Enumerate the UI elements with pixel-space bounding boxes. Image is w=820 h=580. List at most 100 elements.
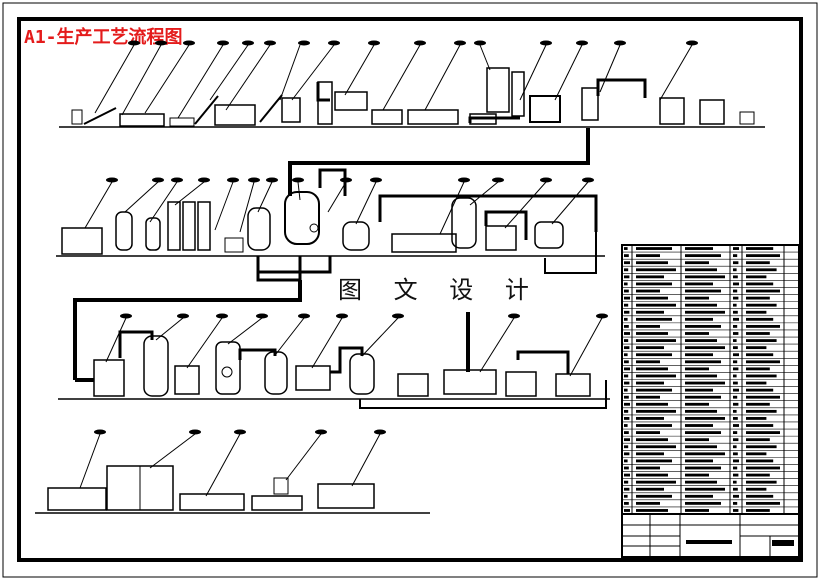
parts-list-cell-text <box>685 480 717 484</box>
parts-list-cell-text <box>733 381 738 385</box>
parts-list-cell-text <box>636 431 660 435</box>
parts-list-cell-text <box>685 381 725 385</box>
parts-list-cell-text <box>636 501 660 505</box>
parts-list-cell-text <box>624 445 629 449</box>
parts-list-cell-text <box>624 339 629 342</box>
drawing-title: A1-生产工艺流程图 <box>24 26 183 48</box>
parts-list-cell-text <box>636 487 664 491</box>
parts-list-cell-text <box>685 487 725 491</box>
parts-list-cell-text <box>624 452 630 456</box>
parts-list-cell-text <box>733 346 738 350</box>
parts-list-cell-text <box>636 275 664 279</box>
parts-list-cell-text <box>733 445 737 449</box>
parts-list-cell-text <box>636 494 672 498</box>
parts-list-cell-text <box>685 438 709 442</box>
parts-list-cell-text <box>636 459 672 463</box>
parts-list-cell-text <box>733 459 739 463</box>
parts-list-cell-text <box>746 395 780 399</box>
parts-list-cell-text <box>685 339 717 342</box>
parts-list-cell-text <box>746 452 767 456</box>
parts-list-cell-text <box>636 303 676 307</box>
parts-list-cell-text <box>685 268 717 272</box>
parts-list-cell-text <box>624 324 629 328</box>
process-row-3 <box>58 312 610 409</box>
parts-list-cell-text <box>746 402 770 406</box>
parts-list-cell-text <box>685 324 721 328</box>
parts-list-cell-text <box>733 431 738 435</box>
parts-list-cell-text <box>746 360 780 364</box>
parts-list-cell-text <box>733 395 738 399</box>
process-row-2 <box>56 168 605 380</box>
parts-list-cell-text <box>746 459 774 463</box>
parts-list-cell-text <box>733 303 737 307</box>
parts-list-cell-text <box>636 409 676 413</box>
parts-list-cell-text <box>685 402 709 406</box>
parts-list-cell-text <box>624 466 629 470</box>
parts-list-cell-text <box>636 339 676 342</box>
parts-list-cell-text <box>624 367 630 371</box>
parts-list-cell-text <box>624 353 628 357</box>
parts-list-cell-text <box>746 296 770 300</box>
parts-list-cell-text <box>624 296 630 300</box>
process-row-4 <box>35 429 430 514</box>
parts-list-cell-text <box>733 261 739 265</box>
parts-list-cell-text <box>733 339 737 342</box>
parts-list-cell-text <box>685 395 721 399</box>
parts-list-cell-text <box>685 261 709 265</box>
parts-list-cell-text <box>636 381 664 385</box>
parts-list-cell-text <box>624 332 630 335</box>
parts-list-cell-text <box>685 473 709 477</box>
parts-list-cell-text <box>685 388 713 392</box>
parts-list-cell-text <box>733 324 738 328</box>
parts-list-cell-text <box>733 289 738 293</box>
parts-list-cell-text <box>733 317 739 321</box>
parts-list-cell-text <box>624 473 630 477</box>
parts-list-cell-text <box>636 332 668 335</box>
parts-list-cell-text <box>624 374 629 378</box>
parts-list-cell-text <box>636 509 668 512</box>
parts-list-cell-text <box>624 303 629 307</box>
parts-list-cell-text <box>685 466 721 470</box>
parts-list-cell-text <box>746 473 770 477</box>
parts-list-cell-text <box>685 452 725 456</box>
parts-list-cell-text <box>636 324 660 328</box>
parts-list-cell-text <box>685 247 713 250</box>
parts-list-cell-text <box>733 367 739 371</box>
parts-list-cell-text <box>746 417 767 420</box>
parts-list-cell-text <box>746 332 770 335</box>
parts-list-cell-text <box>685 459 713 463</box>
parts-list-cell-text <box>636 247 672 250</box>
parts-list-cell-text <box>733 353 739 357</box>
parts-list-cell-text <box>685 501 721 505</box>
parts-list-cell-text <box>746 317 774 321</box>
parts-list-cell-text <box>624 282 628 286</box>
parts-list-cell-text <box>733 417 738 420</box>
parts-list-cell-text <box>733 374 737 378</box>
parts-list-cell-text <box>636 360 660 364</box>
parts-list-cell-text <box>624 480 629 484</box>
parts-list-cell-text <box>624 402 630 406</box>
parts-list-cell-text <box>636 289 660 293</box>
parts-list-cell-text <box>746 310 767 314</box>
parts-list-cell-text <box>685 417 725 420</box>
parts-list-cell-text <box>636 466 660 470</box>
parts-list-cell-text <box>624 289 629 293</box>
parts-list-cell-text <box>636 473 668 477</box>
parts-list-cell-text <box>746 324 780 328</box>
parts-list-cell-text <box>746 261 770 265</box>
parts-list-cell-text <box>636 445 676 449</box>
parts-list-cell-text <box>624 381 630 385</box>
parts-list-cell-text <box>746 381 767 385</box>
parts-list-table <box>621 244 800 558</box>
parts-list-cell-text <box>733 332 739 335</box>
parts-list-cell-text <box>733 424 739 427</box>
parts-list-cell-text <box>636 438 668 442</box>
parts-list-cell-text <box>746 247 774 250</box>
parts-list-cell-text <box>624 317 628 321</box>
parts-list-cell-text <box>624 275 630 279</box>
parts-list-cell-text <box>636 480 676 484</box>
parts-list-cell-text <box>685 424 713 427</box>
parts-list-cell-text <box>685 303 717 307</box>
